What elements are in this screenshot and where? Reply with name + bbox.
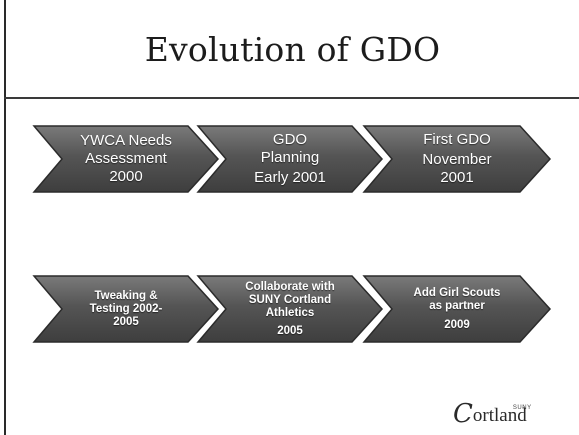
step-label: YWCA Needs bbox=[80, 132, 172, 149]
step-label: Tweaking & bbox=[94, 289, 158, 302]
step-label: SUNY Cortland bbox=[248, 293, 332, 306]
step-date: 2000 bbox=[109, 168, 143, 185]
step-label: Athletics bbox=[265, 306, 315, 319]
title-area: Evolution of GDO bbox=[6, 0, 579, 97]
slide-left-edge bbox=[4, 0, 6, 435]
chevron-row1-3 bbox=[362, 125, 552, 193]
step-label: Planning bbox=[260, 149, 320, 166]
chevron-row2-3 bbox=[362, 275, 552, 343]
step-date: 2001 bbox=[440, 169, 474, 186]
chevron-row1-1 bbox=[32, 125, 220, 193]
step-date: 2005 bbox=[277, 324, 303, 337]
timeline-step-girl-scouts: Add Girl Scouts as partner 2009 bbox=[392, 280, 522, 338]
logo-initial: C bbox=[453, 399, 473, 429]
timeline-step-gdo-planning: GDO Planning Early 2001 bbox=[226, 130, 354, 188]
slide-title: Evolution of GDO bbox=[144, 30, 441, 69]
step-date: Early 2001 bbox=[254, 169, 326, 186]
title-divider bbox=[4, 97, 579, 99]
chevron-row2-1 bbox=[32, 275, 220, 343]
step-label: First GDO bbox=[423, 131, 491, 148]
logo-wordmark: SUNY ortland bbox=[472, 405, 531, 427]
step-label: Testing 2002- bbox=[89, 302, 163, 315]
timeline-step-collaborate-athletics: Collaborate with SUNY Cortland Athletics… bbox=[226, 278, 354, 340]
step-date: 2005 bbox=[113, 315, 139, 328]
step-date: 2009 bbox=[444, 318, 470, 331]
timeline-step-first-gdo: First GDO November 2001 bbox=[392, 130, 522, 188]
suny-cortland-logo: C SUNY ortland bbox=[453, 397, 531, 429]
step-label: as partner bbox=[429, 299, 485, 312]
timeline-step-tweaking-testing: Tweaking & Testing 2002- 2005 bbox=[62, 282, 190, 336]
step-label: November bbox=[422, 151, 492, 168]
step-label: Assessment bbox=[85, 150, 167, 167]
step-label: Add Girl Scouts bbox=[413, 286, 501, 299]
chevron-row2-2 bbox=[196, 275, 384, 343]
logo-text: ortland bbox=[472, 405, 527, 426]
chevron-row1-2 bbox=[196, 125, 384, 193]
timeline-step-needs-assessment: YWCA Needs Assessment 2000 bbox=[62, 130, 190, 188]
step-label: GDO bbox=[272, 131, 308, 148]
step-label: Collaborate with bbox=[245, 280, 335, 293]
logo-suny-mark: SUNY bbox=[512, 405, 532, 411]
